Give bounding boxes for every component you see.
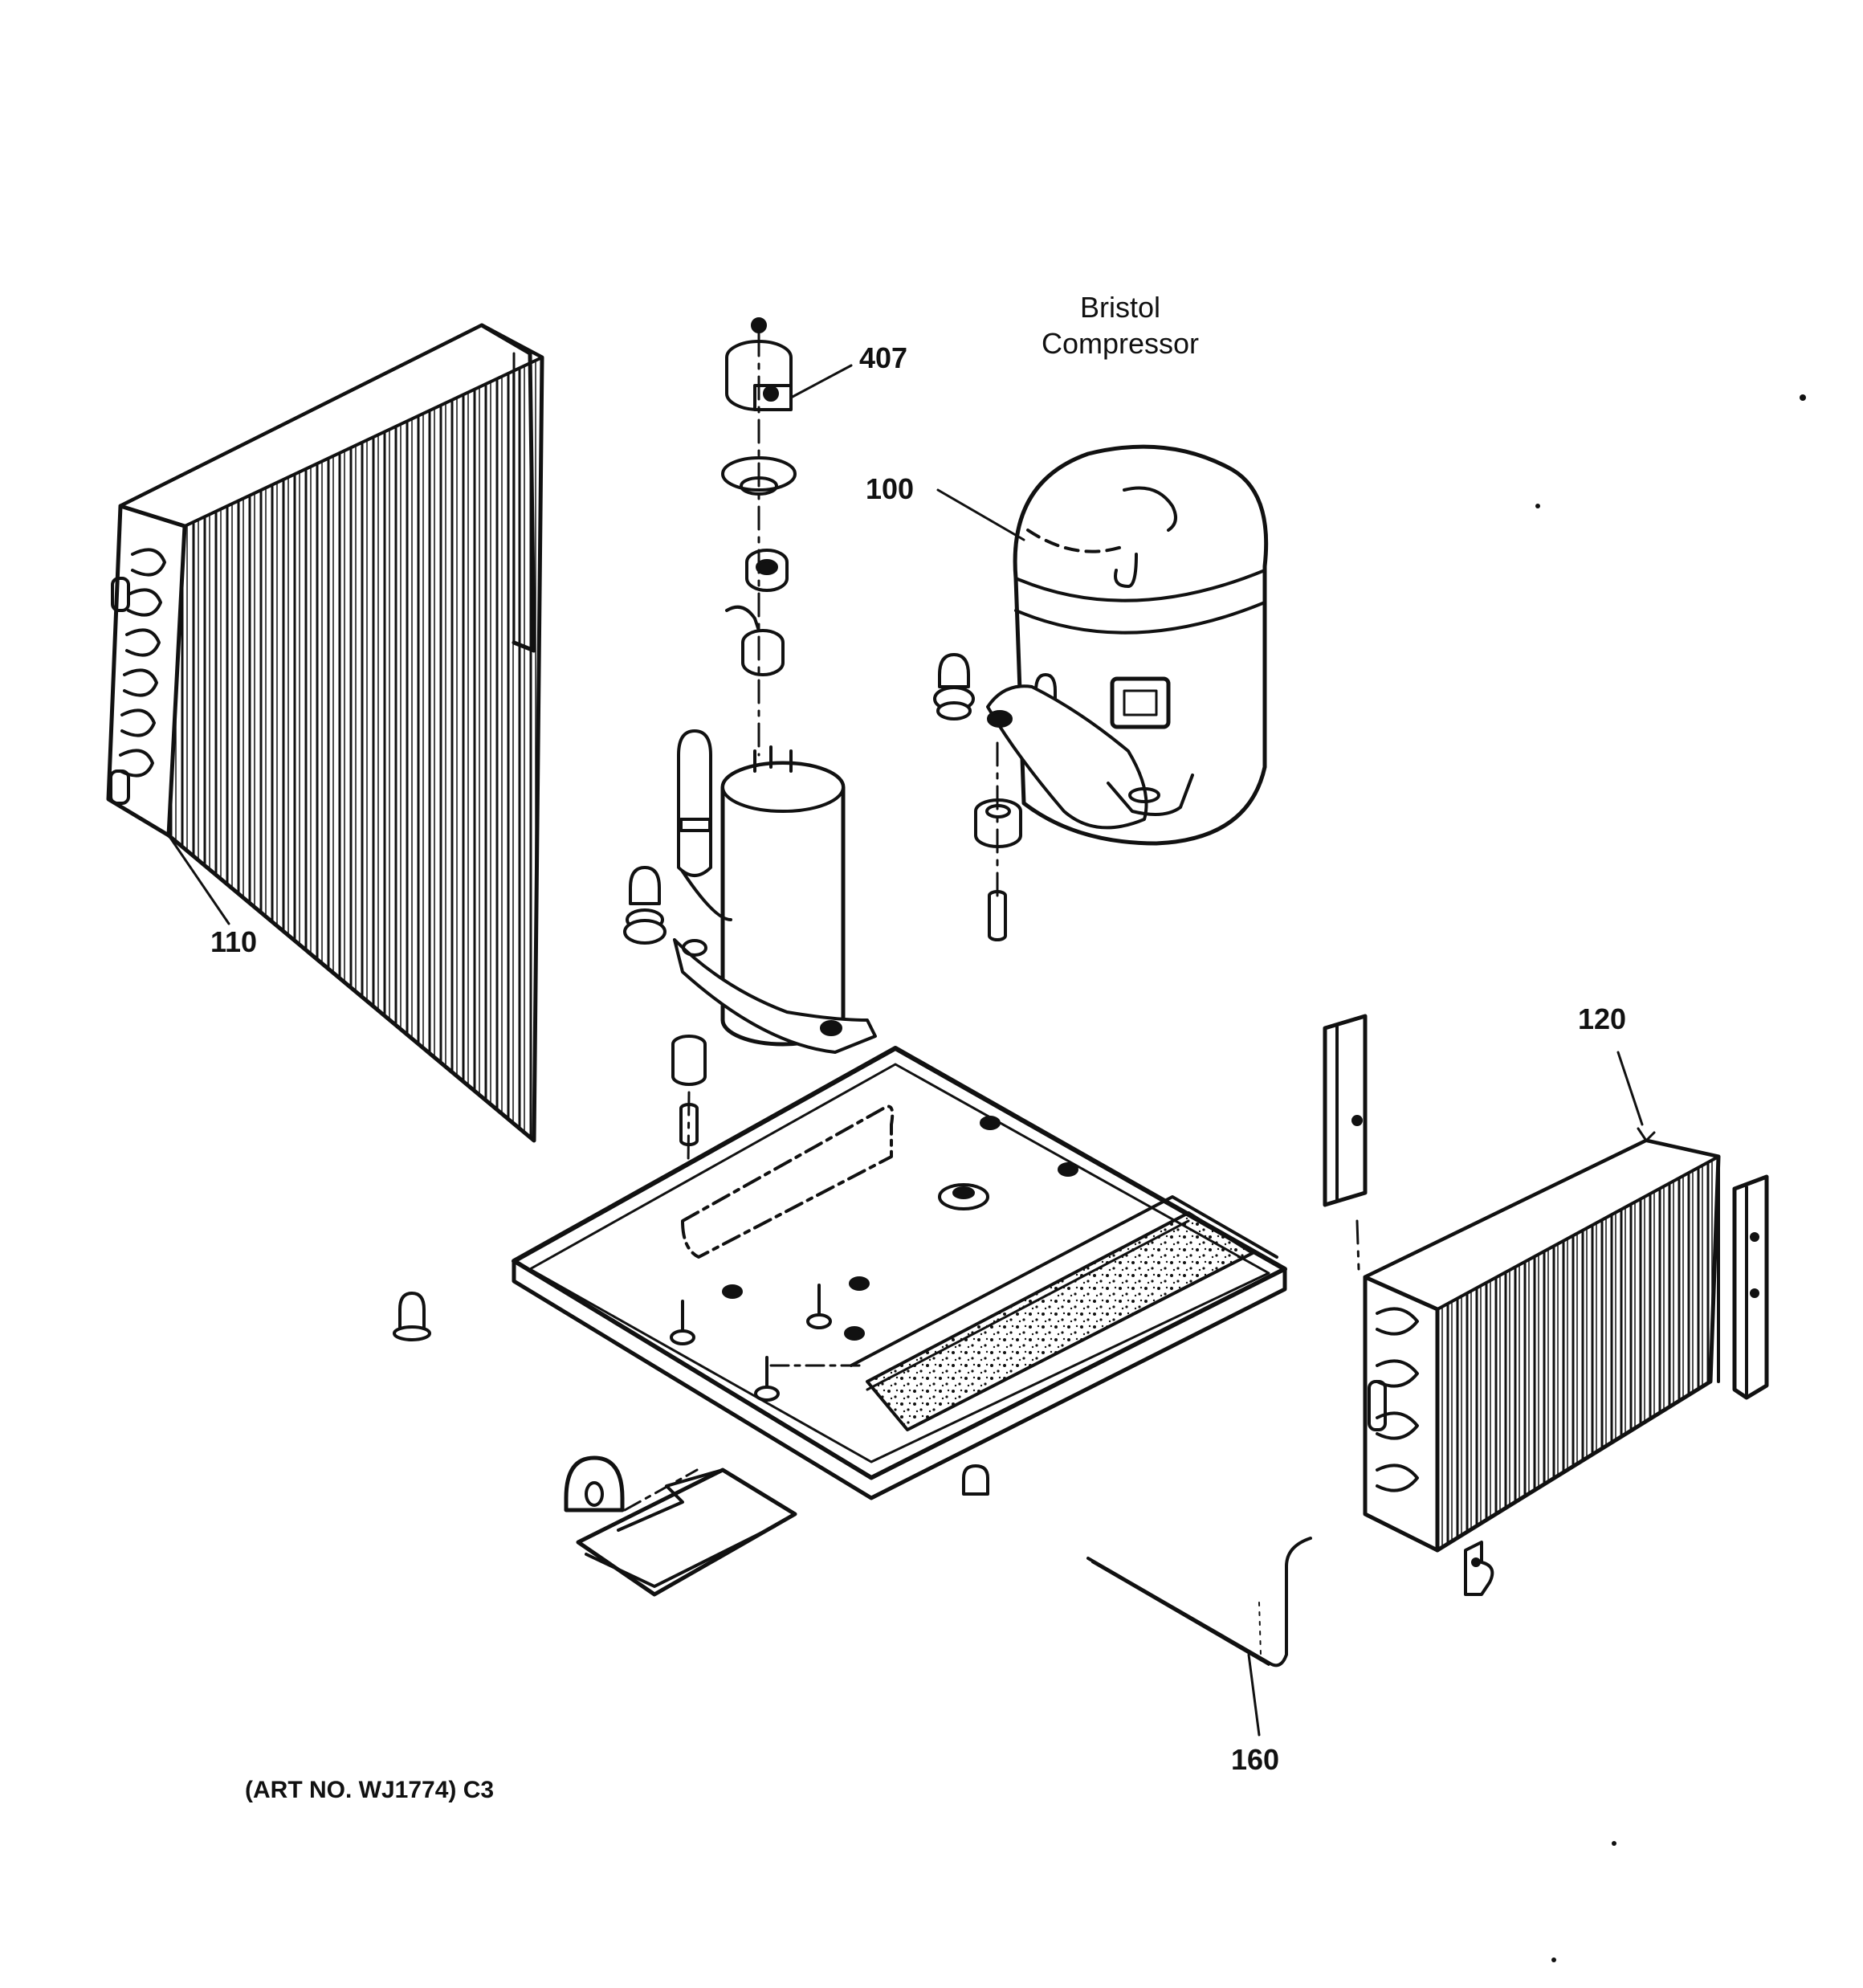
leader-160: [1247, 1653, 1261, 1737]
drain-plate-icon: [564, 1455, 797, 1597]
leader-407: [789, 364, 853, 399]
callout-110: 110: [210, 925, 258, 958]
grommet-icon: [393, 1292, 431, 1341]
compressor-icon: [933, 444, 1269, 941]
callout-120: 120: [1578, 1002, 1627, 1035]
callout-407: 407: [859, 341, 908, 374]
callout-100: 100: [866, 472, 915, 505]
compressor-brand-text: Bristol: [1079, 291, 1161, 324]
rotary-compressor-icon: [623, 729, 877, 1146]
print-speck: [1535, 394, 1806, 1962]
compressor-type-text: Compressor: [1041, 327, 1200, 360]
callout-160: 160: [1231, 1743, 1280, 1776]
side-bracket-icon: [1732, 1174, 1769, 1400]
evaporator-coil-icon: [1363, 1127, 1721, 1553]
leader-110: [167, 834, 230, 925]
base-pan-icon: [512, 1046, 1287, 1500]
condenser-coil-icon: [106, 323, 544, 1143]
clip-icon: [1464, 1541, 1494, 1596]
art-number-label: (ART NO. WJ1774) C3: [245, 1777, 495, 1803]
compressor-brand-note: Bristol Compressor: [1016, 289, 1225, 361]
bracket-icon: [1323, 1014, 1368, 1271]
leader-100: [936, 488, 1025, 541]
overload-protector-icon: [721, 317, 797, 676]
capillary-tube-icon: [1086, 1537, 1312, 1668]
leader-120: [1616, 1051, 1644, 1126]
